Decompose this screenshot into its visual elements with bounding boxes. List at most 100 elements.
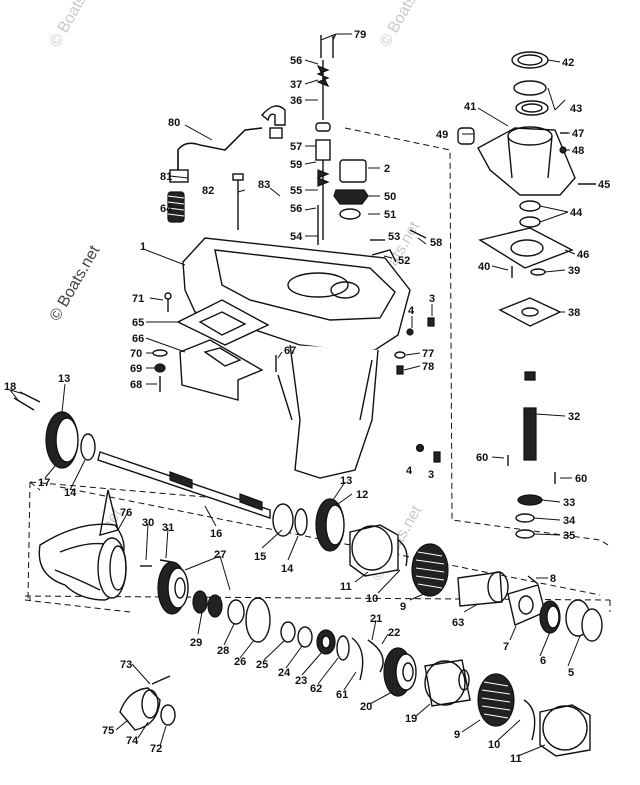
label-74: 74 — [126, 735, 139, 747]
label-75: 75 — [102, 725, 114, 737]
washer-51 — [339, 208, 361, 220]
label-72: 72 — [150, 743, 162, 755]
housing-19 — [424, 659, 471, 707]
label-21: 21 — [370, 613, 382, 625]
bearing-2 — [339, 159, 367, 183]
label-19: 19 — [405, 713, 417, 725]
watermark-top-right: © Boats.net — [377, 0, 434, 50]
watermark-left: © Boats.net — [47, 242, 104, 324]
label-69: 69 — [130, 363, 142, 375]
label-82: 82 — [202, 185, 214, 197]
label-43: 43 — [570, 103, 582, 115]
label-83: 83 — [258, 179, 270, 191]
leaders — [9, 33, 596, 757]
label-3-bottom: 3 — [428, 469, 434, 481]
label-67: 67 — [284, 345, 296, 357]
pin-18-a — [13, 397, 35, 411]
bearing-cup-11-lower — [539, 704, 591, 757]
label-16: 16 — [210, 528, 222, 540]
label-23: 23 — [295, 675, 307, 687]
label-42: 42 — [562, 57, 574, 69]
pinion-gear-50 — [333, 189, 369, 205]
gasket-46 — [478, 227, 574, 269]
label-26: 26 — [234, 656, 246, 668]
plug-78 — [396, 365, 404, 375]
washer-14-left — [80, 433, 96, 461]
bearing-6 — [539, 600, 561, 634]
screw-3-bottom — [433, 451, 441, 463]
label-62: 62 — [310, 683, 322, 695]
label-10-lower: 10 — [488, 739, 500, 751]
label-61: 61 — [336, 689, 348, 701]
label-11-upper: 11 — [340, 581, 352, 593]
bearing-carrier-27 — [157, 561, 189, 615]
label-24: 24 — [278, 667, 291, 679]
seal-5 — [565, 599, 603, 642]
bushing-36 — [269, 127, 283, 139]
clutch-63 — [457, 571, 509, 607]
plug-4-bottom — [415, 443, 425, 453]
label-25: 25 — [256, 659, 268, 671]
nose-cone-75 — [119, 687, 161, 731]
label-44: 44 — [570, 207, 583, 219]
label-65: 65 — [132, 317, 144, 329]
label-27: 27 — [214, 549, 226, 561]
pin-8 — [527, 575, 539, 585]
bearing-28 — [227, 599, 245, 625]
watermark-top-left: © Boats.net — [47, 0, 104, 50]
label-60-left: 60 — [476, 452, 488, 464]
label-77: 77 — [422, 348, 434, 360]
label-9-lower: 9 — [454, 729, 460, 741]
label-14-right: 14 — [281, 563, 294, 575]
gear-17 — [45, 411, 79, 469]
label-30: 30 — [142, 517, 154, 529]
ring-62 — [336, 635, 350, 661]
part-labels: 79 56 37 36 80 57 59 2 81 82 83 55 50 56… — [4, 29, 610, 765]
prop-shaft-16 — [97, 451, 271, 519]
gear-9-lower — [477, 673, 515, 727]
driveshaft-32 — [523, 345, 537, 492]
seal-44 — [519, 200, 541, 228]
bracket-36-37 — [261, 105, 286, 126]
label-81: 81 — [160, 171, 172, 183]
label-14-left: 14 — [64, 487, 77, 499]
ring-10-upper — [397, 539, 408, 567]
bearing-carrier-20 — [383, 647, 417, 697]
water-tube-80-inner — [177, 127, 263, 170]
label-6: 6 — [540, 655, 546, 667]
label-39: 39 — [568, 265, 580, 277]
label-66: 66 — [132, 333, 144, 345]
label-52: 52 — [398, 255, 410, 267]
label-8: 8 — [550, 573, 556, 585]
washer-14-right — [294, 508, 308, 536]
label-17: 17 — [38, 477, 50, 489]
pin-73 — [151, 675, 171, 685]
label-36: 36 — [290, 95, 302, 107]
bearing-cup-11-upper — [349, 524, 399, 577]
label-5: 5 — [568, 667, 574, 679]
bearing-15 — [272, 503, 294, 537]
label-40: 40 — [478, 261, 490, 273]
oring-26 — [245, 597, 271, 643]
label-49: 49 — [436, 129, 448, 141]
bearing-33 — [517, 494, 543, 506]
label-56-top: 56 — [290, 55, 302, 67]
label-68: 68 — [130, 379, 142, 391]
gear-9-upper — [411, 543, 449, 597]
propeller-76 — [38, 489, 127, 601]
assembly-outline-lower — [24, 481, 611, 612]
label-45: 45 — [598, 179, 610, 191]
label-41: 41 — [464, 101, 476, 113]
grommet-49 — [457, 127, 475, 145]
ring-10-lower — [523, 699, 536, 741]
label-13-left: 13 — [58, 373, 70, 385]
label-54: 54 — [290, 231, 303, 243]
shift-cam-7 — [507, 584, 546, 626]
label-12: 12 — [356, 489, 368, 501]
washer-35 — [515, 529, 535, 539]
washer-25 — [280, 621, 296, 643]
label-9-upper: 9 — [400, 601, 406, 613]
nut-69 — [154, 363, 166, 373]
label-28: 28 — [217, 645, 229, 657]
washer-34 — [515, 513, 535, 523]
